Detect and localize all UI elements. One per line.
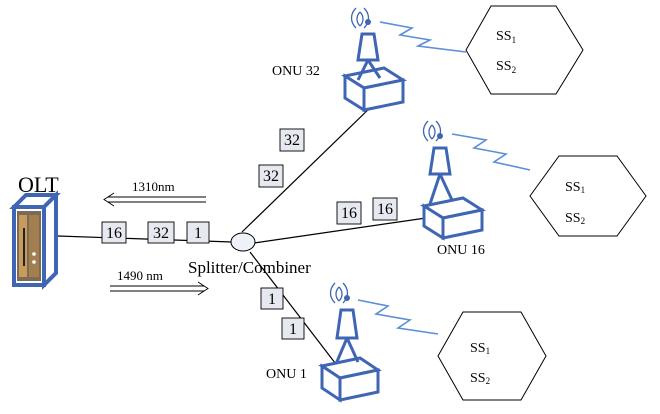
cell-onu1-ss1: SS1 [470, 341, 490, 356]
svg-text:32: 32 [153, 225, 169, 242]
onu-32-label: ONU 32 [272, 64, 320, 79]
cell-onu32-ss2: SS2 [496, 59, 516, 75]
wireless-link-onu1 [357, 299, 439, 335]
splitter-label: Splitter/Combiner [188, 258, 311, 277]
upstream-wavelength: 1310nm [132, 179, 175, 194]
wireless-link-onu32 [379, 21, 467, 53]
svg-text:1: 1 [194, 225, 202, 242]
svg-text:16: 16 [377, 201, 393, 218]
upstream-arrow [103, 192, 206, 207]
cell-onu16-ss1: SS1 [565, 180, 585, 195]
cell-onu32-ss1: SS1 [496, 29, 516, 45]
trunk-packet: 16 [101, 221, 127, 244]
splitter-combiner [230, 232, 256, 252]
trunk-packet: 1 [186, 221, 210, 244]
svg-text:16: 16 [106, 225, 122, 242]
cell-onu1 [437, 311, 547, 401]
cell-onu1-ss2: SS2 [470, 371, 490, 386]
cell-onu16-ss2: SS2 [565, 211, 585, 226]
onu-1-label: ONU 1 [266, 367, 307, 382]
onu-16-label: ONU 16 [437, 243, 485, 258]
onu-1-device [318, 282, 382, 403]
onu-32-packet: 32 [279, 128, 305, 152]
fiber-onu1 [249, 251, 343, 373]
svg-text:1: 1 [289, 321, 297, 338]
svg-text:32: 32 [263, 168, 279, 185]
svg-text:16: 16 [341, 205, 357, 222]
fiber-onu16 [253, 217, 427, 244]
onu-1-packet: 1 [260, 287, 284, 310]
onu-32-packet: 32 [258, 164, 284, 188]
downstream-arrow [110, 281, 209, 296]
svg-text:1: 1 [268, 291, 276, 308]
trunk-packet: 32 [147, 221, 175, 244]
svg-text:32: 32 [284, 132, 300, 149]
onu-32-device [341, 7, 407, 113]
downstream-wavelength: 1490 nm [117, 268, 163, 283]
olt-device [9, 190, 61, 290]
onu-16-packet: 16 [336, 201, 362, 225]
cell-onu32 [465, 5, 584, 95]
onu-1-packet: 1 [281, 317, 305, 340]
olt-label: OLT [18, 172, 59, 197]
onu-16-device [420, 120, 486, 241]
fiber-onu32 [241, 103, 375, 233]
wireless-link-onu16 [451, 133, 531, 171]
onu-16-packet: 16 [372, 197, 398, 221]
cell-onu16 [529, 155, 647, 237]
